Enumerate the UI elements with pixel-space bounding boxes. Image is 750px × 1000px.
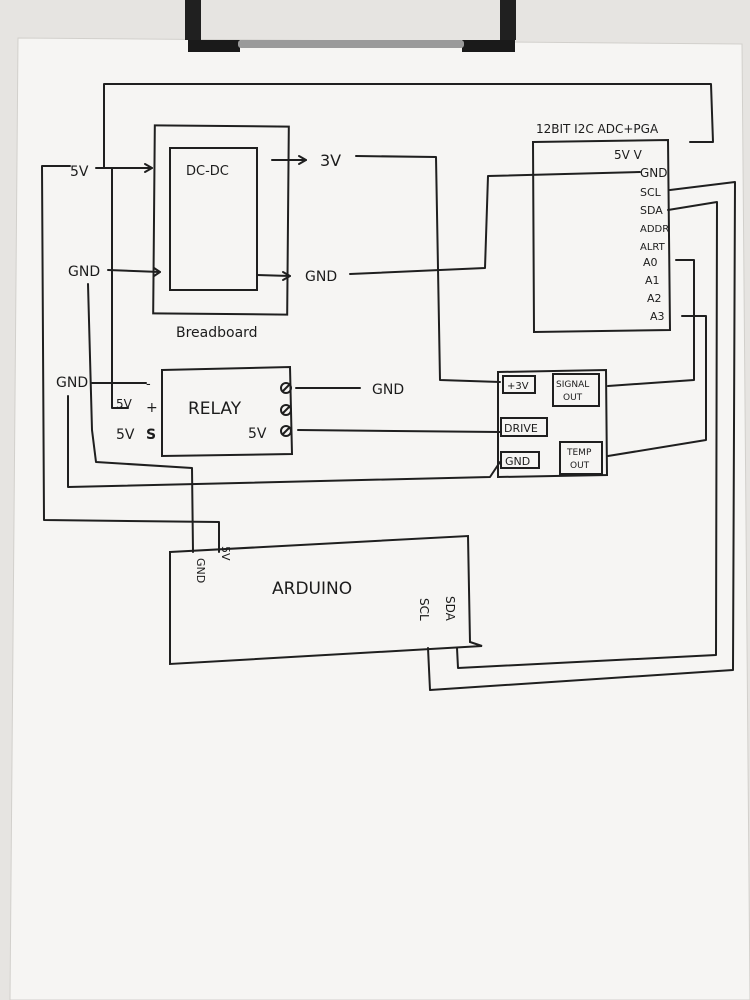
adc-pin-sda: SDA: [640, 204, 663, 217]
arduino-pin-sda: SDA: [443, 596, 457, 622]
breadboard: DC-DC Breadboard: [152, 124, 290, 341]
adc-pin-scl: SCL: [640, 186, 662, 199]
sensor-pin-temp-line1: TEMP: [566, 448, 592, 458]
breadboard-label: Breadboard: [176, 325, 258, 341]
relay-gnd-out-label: GND: [372, 382, 404, 398]
sensor-pin-signal-line2: OUT: [563, 393, 583, 403]
adc-pin-5v-v: 5V V: [614, 148, 643, 162]
adc-pin-a3: A3: [650, 310, 665, 323]
output-gnd-label: GND: [305, 269, 337, 285]
relay-label: RELAY: [188, 399, 242, 419]
relay-terminals: [280, 382, 292, 437]
adc-label: 12BIT I2C ADC+PGA: [536, 122, 659, 136]
arduino-pin-gnd: GND: [194, 558, 207, 583]
adc-pin-a1: A1: [645, 274, 660, 287]
adc-module: 12BIT I2C ADC+PGA 5V V GND SCL SDA ADDR …: [531, 122, 672, 334]
adc-pin-alrt: ALRT: [640, 242, 666, 253]
output-3v-label: 3V: [320, 151, 341, 170]
wires: [41, 83, 736, 691]
paper-sheet: [9, 37, 750, 1000]
sensor-pin-signal-line1: SIGNAL: [556, 380, 589, 390]
arduino-board: ARDUINO GND 5V SDA SCL: [169, 534, 483, 666]
arduino-label: ARDUINO: [272, 579, 352, 599]
relay-pin-5v-right: 5V: [248, 426, 267, 442]
input-5v-label: 5V: [70, 164, 89, 180]
dc-dc-label: DC-DC: [186, 164, 229, 179]
adc-pin-a0: A0: [643, 256, 658, 269]
relay-pin-plus: +: [146, 400, 158, 416]
relay-5v-s-label: 5V: [116, 427, 135, 443]
relay-5v-plus-label: 5V: [116, 397, 133, 411]
sensor-module: +3V SIGNAL OUT DRIVE GND TEMP OUT: [497, 368, 609, 479]
relay-pin-minus: -: [146, 377, 151, 392]
arduino-pin-5v: 5V: [219, 546, 232, 561]
relay-pin-s: S: [146, 427, 156, 443]
gnd-label-2: GND: [56, 375, 88, 391]
sensor-pin-temp-line2: OUT: [570, 461, 590, 471]
sensor-pin-3v: +3V: [507, 381, 529, 392]
input-gnd-label: GND: [68, 264, 100, 280]
relay-module: RELAY - + S 5V GND: [146, 365, 404, 458]
clipboard-clip: [185, 0, 516, 52]
sensor-pin-gnd: GND: [505, 455, 530, 468]
adc-pin-addr: ADDR: [640, 224, 669, 235]
sensor-pin-drive: DRIVE: [504, 422, 538, 435]
adc-pin-a2: A2: [647, 292, 662, 305]
adc-pin-gnd: GND: [640, 166, 668, 180]
arduino-pin-scl: SCL: [417, 598, 431, 621]
